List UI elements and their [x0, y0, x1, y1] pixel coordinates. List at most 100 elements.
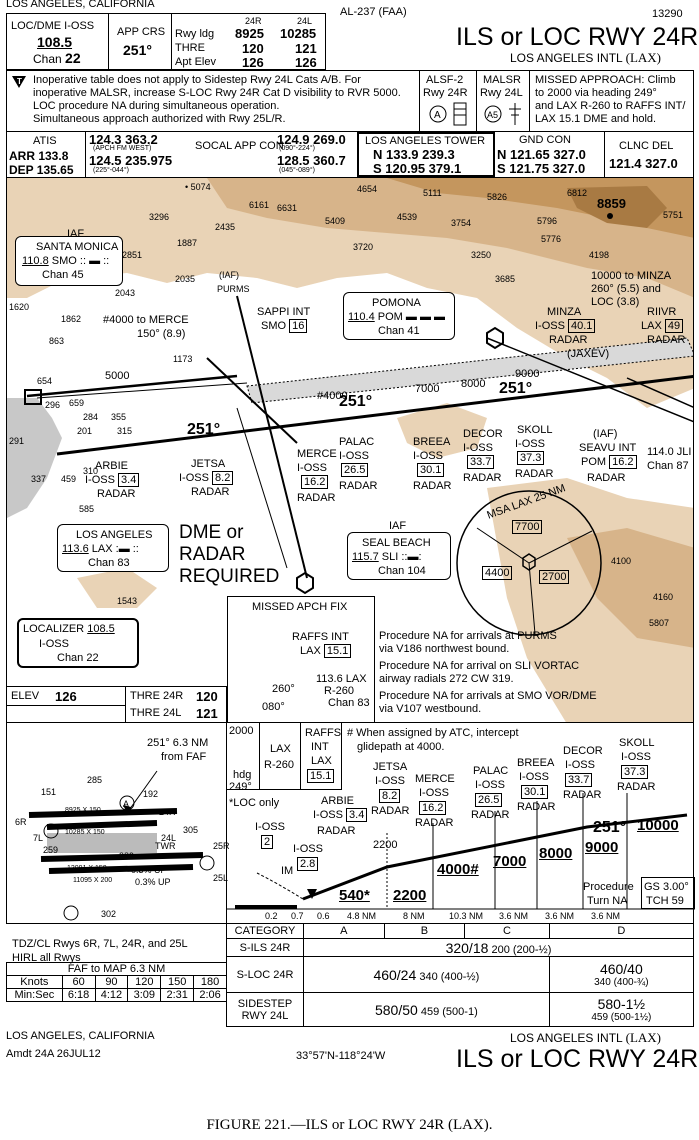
peak-label: 2435 — [215, 222, 236, 232]
faf-map: FAF to MAP 6.3 NM — [6, 962, 227, 976]
loc-only-note: *LOC only — [229, 797, 280, 809]
tower-n: N 133.9 239.3 — [373, 147, 455, 162]
rwy-7l: 7L — [33, 833, 44, 843]
purms-iaf: (IAF) — [219, 270, 239, 280]
airport-name: LOS ANGELES INTL (LAX) — [510, 50, 661, 65]
rwy-24r: 24R — [159, 807, 176, 817]
profile-alt-7000: 7000 — [493, 853, 527, 870]
decor-dist: 33.7 — [467, 455, 495, 469]
malsr-light-icon: A5 — [484, 103, 521, 125]
jaxev-label: (JAXEV) — [567, 348, 610, 360]
profile-merce-dist: 16.2 — [419, 801, 447, 815]
proc-na-1: Procedure NA for arrivals at PURMS — [379, 630, 557, 642]
airport-diagram: 251° 6.3 NM from FAF A 285 151 192 305 2… — [6, 722, 230, 924]
figure-caption: FIGURE 221.—ILS or LOC RWY 24R (LAX). — [206, 1117, 493, 1133]
elev-285: 285 — [87, 775, 103, 785]
elev-259: 259 — [43, 845, 59, 855]
time: 6:18 — [61, 988, 96, 1002]
category-label: CATEGORY — [226, 923, 304, 939]
sils-sub: 200 (200-½) — [491, 943, 552, 956]
peak-label: 4654 — [357, 184, 378, 194]
speed: 120 — [127, 975, 162, 989]
hold-alt: 2000 — [229, 725, 254, 737]
minza-ioss: I-OSS — [535, 320, 565, 332]
msa-sector-3: 2700 — [539, 570, 570, 584]
profile-dist-seg: 0.7 — [291, 911, 304, 921]
thre24l-label: THRE 24L — [130, 707, 182, 719]
footer-location: LOS ANGELES, CALIFORNIA — [6, 1030, 155, 1042]
peak-label: 5776 — [541, 234, 562, 244]
rwy-dim-4: 11095 X 200 — [73, 877, 113, 884]
sloc-d-sub: 340 (400-¾) — [594, 977, 649, 988]
sils-value: 320/18 — [445, 939, 489, 956]
profile-dist-seg: 3.6 NM — [499, 911, 529, 921]
peak-label: 5111 — [423, 188, 442, 198]
minza-note: 260° (5.5) and — [591, 283, 661, 295]
arbie-label: ARBIE — [95, 460, 129, 472]
radar-label: RADAR — [339, 480, 378, 492]
missed-line-1: MISSED APPROACH: Climb — [535, 74, 676, 86]
pom-chan: Chan 41 — [378, 325, 420, 337]
raffs-dist: 15.1 — [307, 769, 335, 783]
missed-fix-label: MISSED APCH FIX — [252, 601, 348, 613]
iaf-label: IAF — [389, 520, 407, 532]
profile-ioss-28: I-OSS — [293, 843, 323, 855]
time: 2:06 — [193, 988, 227, 1002]
elev-value: 126 — [55, 689, 77, 704]
socal-freq-4: 128.5 360.7 — [277, 153, 346, 168]
missed-line-3: and LAX R-260 to RAFFS INT/ — [535, 100, 686, 112]
profile-decor-radar: RADAR — [563, 789, 602, 801]
chan-label: Chan — [33, 52, 62, 66]
peak-label: 585 — [79, 504, 95, 514]
profile-jetsa-id: I-OSS — [375, 775, 405, 787]
peak-label: 6631 — [277, 203, 298, 213]
profile-alt-9000: 9000 — [585, 839, 619, 856]
thre-box: THRE 24R 120 THRE 24L 121 — [125, 686, 227, 722]
lax-id: LAX — [91, 543, 113, 555]
lax-name: LOS ANGELES — [76, 529, 153, 541]
skoll-dist: 37.3 — [517, 451, 545, 465]
smo-freq: 110.8 — [22, 255, 49, 267]
peak-label: 296 — [45, 400, 61, 410]
peak-label: 1620 — [9, 302, 30, 312]
radar-label: RADAR — [647, 334, 686, 346]
msa-sector-1: 7700 — [512, 520, 543, 534]
profile-dist-seg: 10.3 NM — [449, 911, 484, 921]
seavu-dist: 16.2 — [609, 455, 637, 469]
location-top: LOS ANGELES, CALIFORNIA — [6, 0, 155, 10]
pom-name: POMONA — [372, 297, 421, 309]
peak-label: 5751 — [663, 210, 684, 220]
alsf-rwy: Rwy 24R — [423, 87, 468, 99]
socal-freq-2: 124.5 235.975 — [89, 153, 173, 168]
raffs-label: RAFFS INT — [292, 631, 349, 643]
elev-label: ELEV — [11, 690, 40, 702]
rwy2-label: 24L — [297, 16, 313, 26]
notes-box: T Inoperative table does not apply to Si… — [6, 70, 694, 132]
lax-freq: 113.6 — [62, 543, 89, 555]
rwy-25r: 25R — [213, 841, 230, 851]
raffs-label: RAFFS — [305, 727, 342, 739]
profile-alt-2200: 2200 — [373, 839, 398, 851]
sli-vor-icon — [296, 571, 314, 595]
profile-note-1: # When assigned by ATC, intercept — [347, 727, 519, 739]
profile-alt-8000: 8000 — [539, 845, 573, 862]
speed: 150 — [160, 975, 195, 989]
decor-label: DECOR — [463, 428, 503, 440]
time: 4:12 — [94, 988, 129, 1002]
jetsa-dist: 8.2 — [212, 471, 234, 485]
malsr-rwy: Rwy 24L — [480, 87, 523, 99]
radar-label: RADAR — [413, 480, 452, 492]
peak-label: 201 — [77, 426, 93, 436]
ldg1: 8925 — [235, 26, 264, 41]
profile-jetsa: JETSA — [373, 761, 408, 773]
sli-chan: Chan 104 — [378, 565, 426, 577]
skoll-label: SKOLL — [517, 424, 553, 436]
svg-text:A: A — [123, 799, 129, 809]
tower-label: TWR — [155, 841, 176, 851]
profile-alt-540: 540* — [339, 887, 370, 904]
sappi-dist: 16 — [289, 319, 308, 333]
localizer-id: I-OSS — [39, 638, 69, 650]
elev-305: 305 — [183, 825, 199, 835]
rwy-dim-2: 10285 X 150 — [65, 829, 105, 836]
